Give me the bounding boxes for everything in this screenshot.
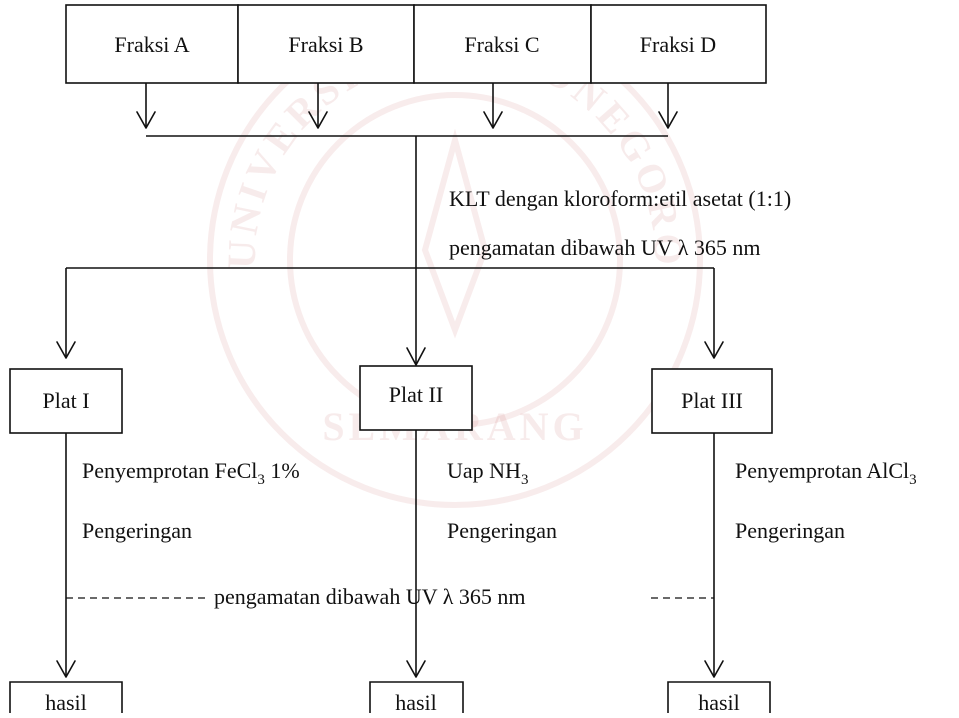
branch-1-drying-text: Pengeringan bbox=[82, 518, 192, 543]
watermark-seal: UNIVERSITAS DIPONEGORO SEMARANG bbox=[207, 12, 703, 508]
plate-label-1: Plat I bbox=[42, 388, 89, 413]
result-label-1: hasil bbox=[45, 690, 87, 713]
plate-label-2: Plat II bbox=[389, 382, 443, 407]
fraction-arrow-c-head bbox=[483, 111, 503, 129]
plate-label-3: Plat III bbox=[681, 388, 743, 413]
branch-3-head bbox=[704, 660, 724, 678]
fraction-arrow-d-head bbox=[658, 111, 678, 129]
branch-arrows bbox=[56, 430, 724, 678]
plate-box-1 bbox=[9, 368, 123, 434]
result-box-1 bbox=[9, 681, 123, 713]
plate-arrow-2-head bbox=[406, 347, 426, 366]
klt-method-text: KLT dengan kloroform:etil asetat (1:1) bbox=[449, 186, 791, 211]
fraction-label-b: Fraksi B bbox=[288, 32, 363, 57]
fraction-label-a: Fraksi A bbox=[114, 32, 189, 57]
watermark-emblem bbox=[421, 128, 489, 339]
fraction-arrow-a-head bbox=[136, 111, 156, 129]
fraction-label-d: Fraksi D bbox=[640, 32, 716, 57]
plate-box-3 bbox=[651, 368, 773, 434]
fraction-box-a bbox=[65, 4, 239, 84]
plate-arrows bbox=[56, 268, 724, 366]
plate-arrow-3-head bbox=[704, 341, 724, 359]
fraction-row: Fraksi A Fraksi B Fraksi C Fraksi D bbox=[65, 4, 767, 84]
branch-1-spray-text: Penyemprotan FeCl3 1% bbox=[82, 458, 300, 488]
plate-box-2 bbox=[359, 365, 473, 431]
branch-1-head bbox=[56, 660, 76, 678]
result-box-2 bbox=[369, 681, 464, 713]
branch-2-head bbox=[406, 660, 426, 678]
fraction-arrow-b-head bbox=[308, 111, 328, 129]
uv-observation-text: pengamatan dibawah UV λ 365 nm bbox=[214, 584, 525, 609]
plate-arrow-1-head bbox=[56, 341, 76, 359]
branch-2-drying-text: Pengeringan bbox=[447, 518, 557, 543]
plate-row: Plat I Plat II Plat III bbox=[9, 365, 773, 434]
fraction-arrows bbox=[136, 83, 678, 129]
result-row: hasil hasil hasil bbox=[9, 681, 771, 715]
klt-uv-text: pengamatan dibawah UV λ 365 nm bbox=[449, 235, 760, 260]
branch-3-drying-text: Pengeringan bbox=[735, 518, 845, 543]
branch-2-vapor-text: Uap NH3 bbox=[447, 458, 528, 488]
fraction-box-d bbox=[590, 4, 767, 84]
result-label-2: hasil bbox=[395, 690, 437, 713]
branch-3-spray-text: Penyemprotan AlCl3 bbox=[735, 458, 917, 488]
fraction-label-c: Fraksi C bbox=[464, 32, 539, 57]
result-box-3 bbox=[667, 681, 771, 713]
result-label-3: hasil bbox=[698, 690, 740, 713]
